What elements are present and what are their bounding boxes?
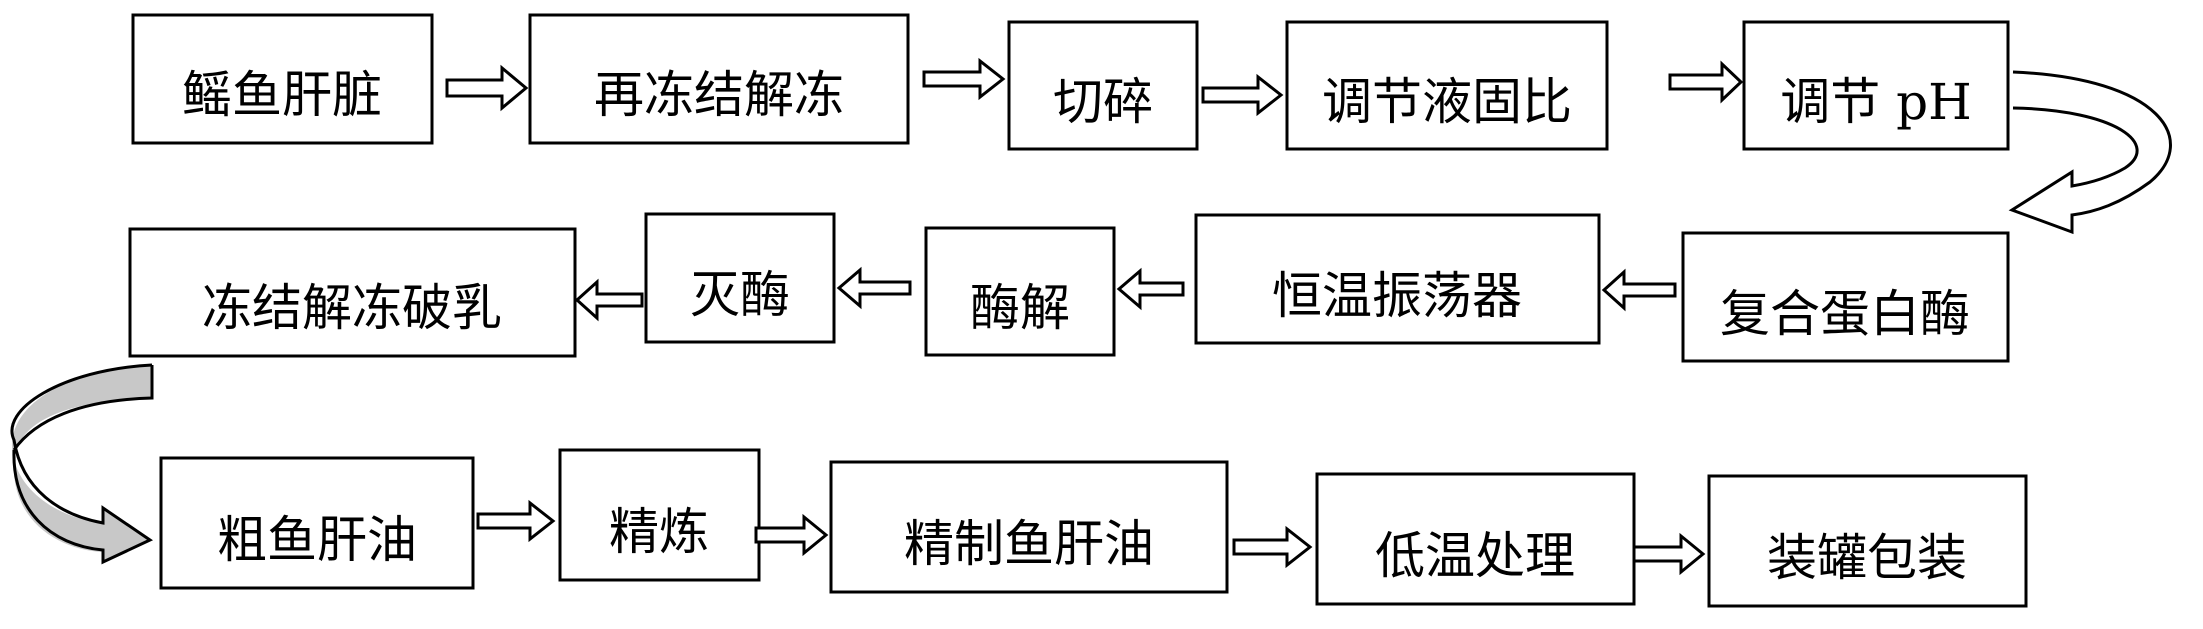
step-box-enzyme-inactivation: 灭酶 xyxy=(646,214,834,342)
left-arrow xyxy=(839,270,910,306)
step-box-canning-packaging: 装罐包装 xyxy=(1709,476,2026,606)
step-box-enzymolysis: 酶解 xyxy=(926,228,1114,355)
curved-arrow-right xyxy=(2012,72,2170,232)
left-arrow xyxy=(1119,271,1183,307)
left-arrow xyxy=(577,282,642,318)
step-label: 精炼 xyxy=(609,503,709,561)
step-box-mince: 切碎 xyxy=(1009,22,1197,149)
step-box-low-temp-treatment: 低温处理 xyxy=(1317,474,1634,604)
step-label: 精制鱼肝油 xyxy=(904,515,1154,573)
step-label: 低温处理 xyxy=(1375,527,1575,585)
right-arrow xyxy=(478,503,553,539)
step-label: 复合蛋白酶 xyxy=(1720,285,1970,343)
step-label: 调节 pH xyxy=(1780,73,1972,131)
step-box-compound-protease: 复合蛋白酶 xyxy=(1683,233,2008,361)
right-arrow xyxy=(756,517,826,553)
left-arrow xyxy=(1604,272,1675,308)
curved-arrow-left xyxy=(12,365,152,562)
right-arrow xyxy=(1234,529,1310,565)
step-box-adjust-ph: 调节 pH xyxy=(1744,22,2008,149)
right-arrow xyxy=(1203,77,1281,113)
step-box-shaker: 恒温振荡器 xyxy=(1196,215,1599,343)
step-label: 灭酶 xyxy=(690,266,790,324)
step-label: 调节液固比 xyxy=(1322,73,1572,131)
step-label: 粗鱼肝油 xyxy=(217,511,417,569)
step-box-freeze-thaw-demulsify: 冻结解冻破乳 xyxy=(130,229,575,356)
step-label: 冻结解冻破乳 xyxy=(202,279,502,337)
step-box-crude-fish-oil: 粗鱼肝油 xyxy=(161,458,473,588)
step-box-adjust-ratio: 调节液固比 xyxy=(1287,22,1607,149)
step-label: 装罐包装 xyxy=(1767,529,1967,587)
step-label: 酶解 xyxy=(970,279,1070,337)
step-box-refreeze-thaw: 再冻结解冻 xyxy=(530,15,908,143)
step-label: 鳐鱼肝脏 xyxy=(182,66,382,124)
step-box-refining: 精炼 xyxy=(560,450,759,580)
right-arrow xyxy=(924,61,1003,97)
step-box-fish-liver: 鳐鱼肝脏 xyxy=(133,15,432,143)
step-label: 恒温振荡器 xyxy=(1272,267,1522,325)
right-arrow xyxy=(1670,64,1741,100)
step-label: 再冻结解冻 xyxy=(594,66,844,124)
right-arrow xyxy=(1634,536,1703,572)
step-box-refined-fish-oil: 精制鱼肝油 xyxy=(831,462,1227,592)
step-label: 切碎 xyxy=(1053,73,1153,131)
right-arrow xyxy=(447,68,526,108)
